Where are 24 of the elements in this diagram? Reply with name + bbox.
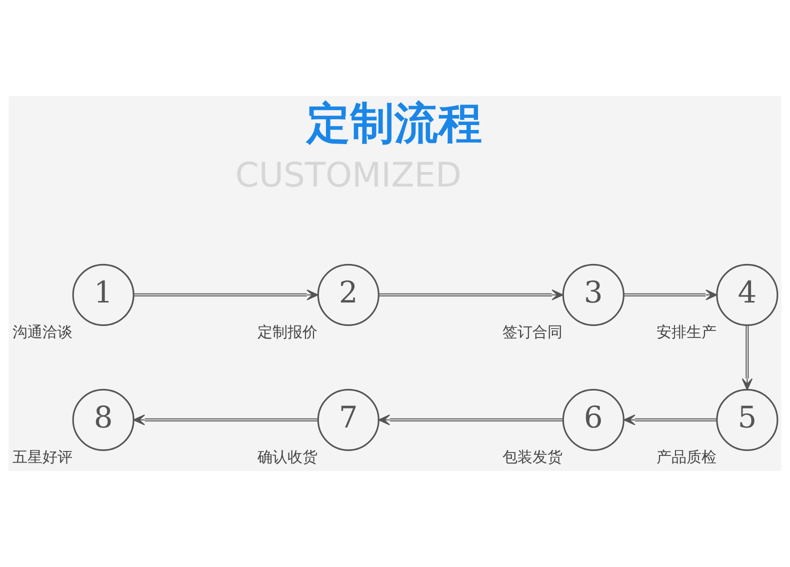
node-circle: 1 xyxy=(72,264,134,326)
node-circle: 6 xyxy=(562,388,624,451)
node-label: 包装发货 xyxy=(502,448,563,466)
diagram-title: 定制流程 xyxy=(306,98,483,149)
node-circle: 3 xyxy=(562,264,624,326)
node-label: 定制报价 xyxy=(258,323,318,342)
arrow xyxy=(378,414,564,426)
arrow xyxy=(133,414,318,426)
node-label: 五星好评 xyxy=(12,448,73,466)
node-label: 安排生产 xyxy=(656,323,716,342)
node-circle: 5 xyxy=(716,388,778,451)
node-circle: 4 xyxy=(716,264,778,326)
node-label: 签订合同 xyxy=(502,323,563,342)
node-circle: 8 xyxy=(72,388,134,451)
node-circle: 2 xyxy=(317,264,380,326)
arrow xyxy=(742,324,753,390)
arrow xyxy=(378,290,564,300)
arrow xyxy=(624,290,718,300)
node-label: 产品质检 xyxy=(656,448,716,466)
node-label: 沟通洽谈 xyxy=(12,323,73,342)
arrow xyxy=(624,414,718,426)
arrow xyxy=(133,290,318,300)
node-label: 确认收货 xyxy=(258,448,318,466)
node-circle: 7 xyxy=(317,388,380,451)
